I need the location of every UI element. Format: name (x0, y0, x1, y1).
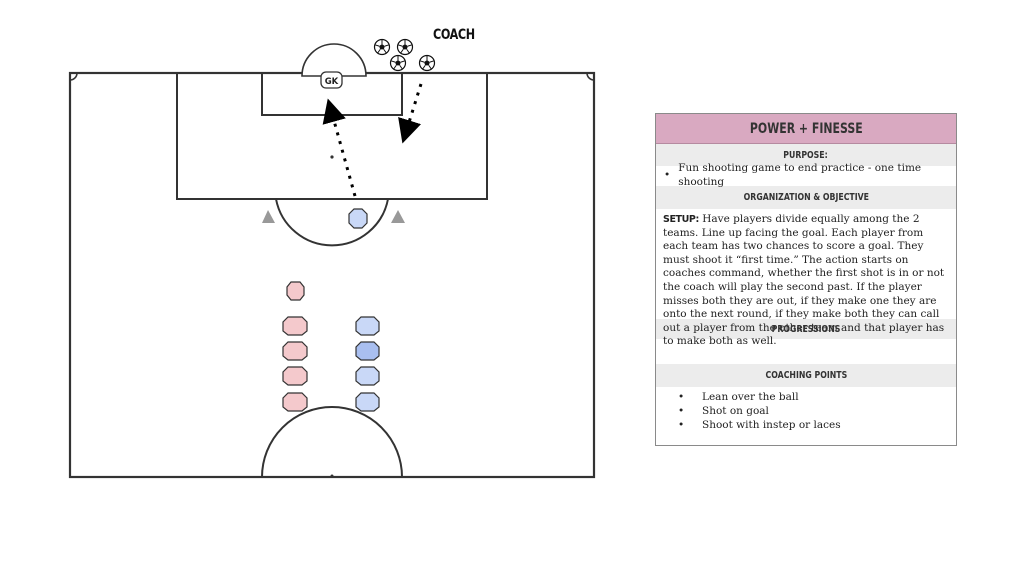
goal (301, 43, 367, 77)
progressions-heading: PROGRESSIONS (771, 323, 841, 335)
coach-pass-arrow (398, 83, 423, 144)
field-boundary (68, 71, 596, 479)
pink-player (282, 366, 308, 386)
drill-info-card: POWER + FINESSE PURPOSE: • Fun shooting … (655, 113, 957, 446)
pink-player (282, 341, 308, 361)
corner-arc-left (69, 72, 78, 81)
blue-player (355, 366, 380, 386)
pink-player (282, 392, 308, 412)
progressions-header: PROGRESSIONS (656, 319, 956, 339)
soccer-ball-icon (389, 54, 407, 72)
purpose-item: • Fun shooting game to end practice - on… (656, 162, 956, 188)
organization-heading: ORGANIZATION & OBJECTIVE (743, 192, 869, 203)
soccer-ball-icon (418, 54, 436, 72)
penalty-spot (330, 155, 334, 159)
goalkeeper-marker: GK (320, 71, 343, 89)
purpose-bullet: • (664, 169, 671, 182)
setup-text: Have players divide equally among the 2 … (663, 213, 945, 348)
organization-header: ORGANIZATION & OBJECTIVE (656, 186, 956, 209)
penalty-arc (275, 198, 389, 247)
purpose-text: Fun shooting game to end practice - one … (678, 162, 922, 188)
cone-icon (391, 210, 405, 223)
blue-player (355, 341, 380, 361)
pink-player (286, 281, 305, 301)
blue-team-line (355, 316, 380, 412)
coach-label: COACH (433, 27, 475, 43)
shot-arrow (322, 98, 357, 197)
setup-label: SETUP: (663, 214, 699, 225)
purpose-header: PURPOSE: (656, 144, 956, 166)
center-circle (261, 406, 403, 478)
soccer-ball-icon (373, 38, 391, 56)
goalkeeper-label: GK (325, 77, 339, 87)
blue-player (355, 316, 380, 336)
shooter-player (348, 208, 368, 229)
pink-team-line (282, 316, 308, 412)
list-item: Shoot with instep or laces (678, 419, 956, 433)
soccer-field-diagram: GK (68, 38, 596, 479)
list-item: Lean over the ball (678, 391, 956, 405)
blue-player (355, 392, 380, 412)
coaching-points-list: Lean over the ball Shot on goal Shoot wi… (656, 387, 956, 432)
corner-arc-right (586, 72, 595, 81)
soccer-ball-icon (396, 38, 414, 56)
setup-paragraph: SETUP: Have players divide equally among… (656, 209, 956, 347)
center-spot (330, 474, 334, 478)
card-title-bar: POWER + FINESSE (656, 114, 956, 144)
coaching-points-header: COACHING POINTS (656, 364, 956, 387)
coaching-points-heading: COACHING POINTS (765, 370, 847, 381)
list-item: Shot on goal (678, 405, 956, 419)
pink-player (282, 316, 308, 336)
penalty-area (176, 72, 488, 200)
purpose-heading: PURPOSE: (783, 149, 829, 161)
card-title: POWER + FINESSE (749, 120, 863, 137)
cone-icon (262, 210, 275, 223)
